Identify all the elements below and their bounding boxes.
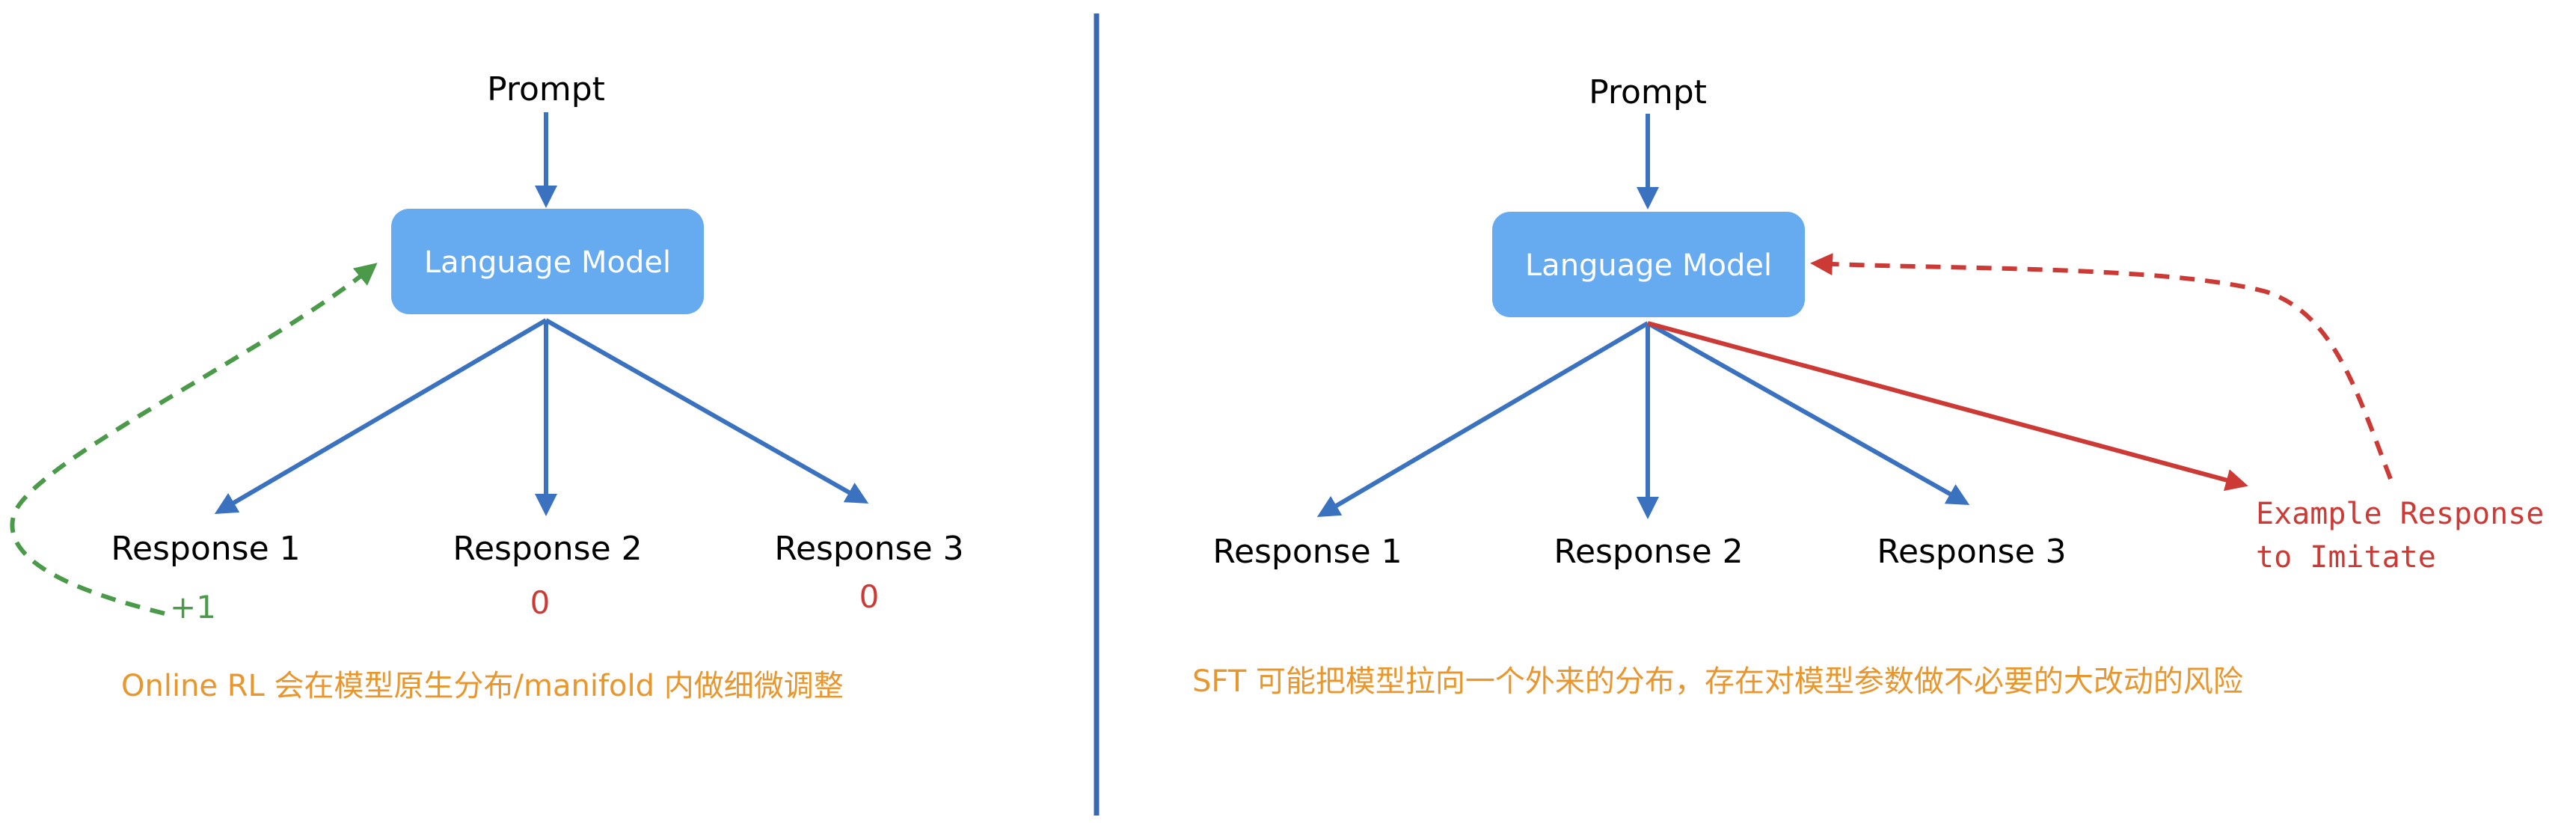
right-imitation-arrow bbox=[1810, 253, 2393, 480]
example-response-line-2: to Imitate bbox=[2256, 540, 2436, 575]
right-arrow-example bbox=[1647, 321, 2248, 492]
left-prompt-label: Prompt bbox=[487, 70, 605, 108]
left-response-3-label: Response 3 bbox=[774, 530, 963, 568]
right-caption: SFT 可能把模型拉向一个外来的分布，存在对模型参数做不必要的大改动的风险 bbox=[1192, 664, 2243, 699]
left-panel: Prompt Language Model Response 1 Respons… bbox=[10, 70, 964, 703]
right-arrow-response-1 bbox=[1316, 321, 1649, 518]
left-response-3-score: 0 bbox=[859, 578, 880, 615]
left-language-model-label: Language Model bbox=[424, 245, 671, 280]
left-response-2-label: Response 2 bbox=[453, 530, 642, 568]
right-prompt-label: Prompt bbox=[1589, 73, 1707, 111]
right-language-model-label: Language Model bbox=[1525, 248, 1772, 283]
left-response-1-score: +1 bbox=[170, 589, 216, 625]
left-response-2-score: 0 bbox=[530, 584, 551, 621]
left-caption: Online RL 会在模型原生分布/manifold 内做细微调整 bbox=[121, 669, 844, 703]
left-response-1-label: Response 1 bbox=[111, 530, 300, 568]
left-language-model-box bbox=[391, 209, 704, 314]
right-response-2-label: Response 2 bbox=[1554, 533, 1743, 571]
left-arrow-response-1 bbox=[214, 318, 548, 515]
right-arrow-response-3 bbox=[1646, 321, 1970, 505]
left-feedback-arrow bbox=[10, 263, 378, 616]
right-panel: Prompt Language Model Response 1 Respons… bbox=[1192, 73, 2544, 699]
example-response-line-1: Example Response bbox=[2256, 497, 2544, 531]
right-response-3-label: Response 3 bbox=[1877, 533, 2066, 571]
right-response-1-label: Response 1 bbox=[1212, 533, 1402, 571]
right-language-model-box bbox=[1492, 212, 1805, 317]
left-arrow-response-3 bbox=[545, 318, 869, 504]
